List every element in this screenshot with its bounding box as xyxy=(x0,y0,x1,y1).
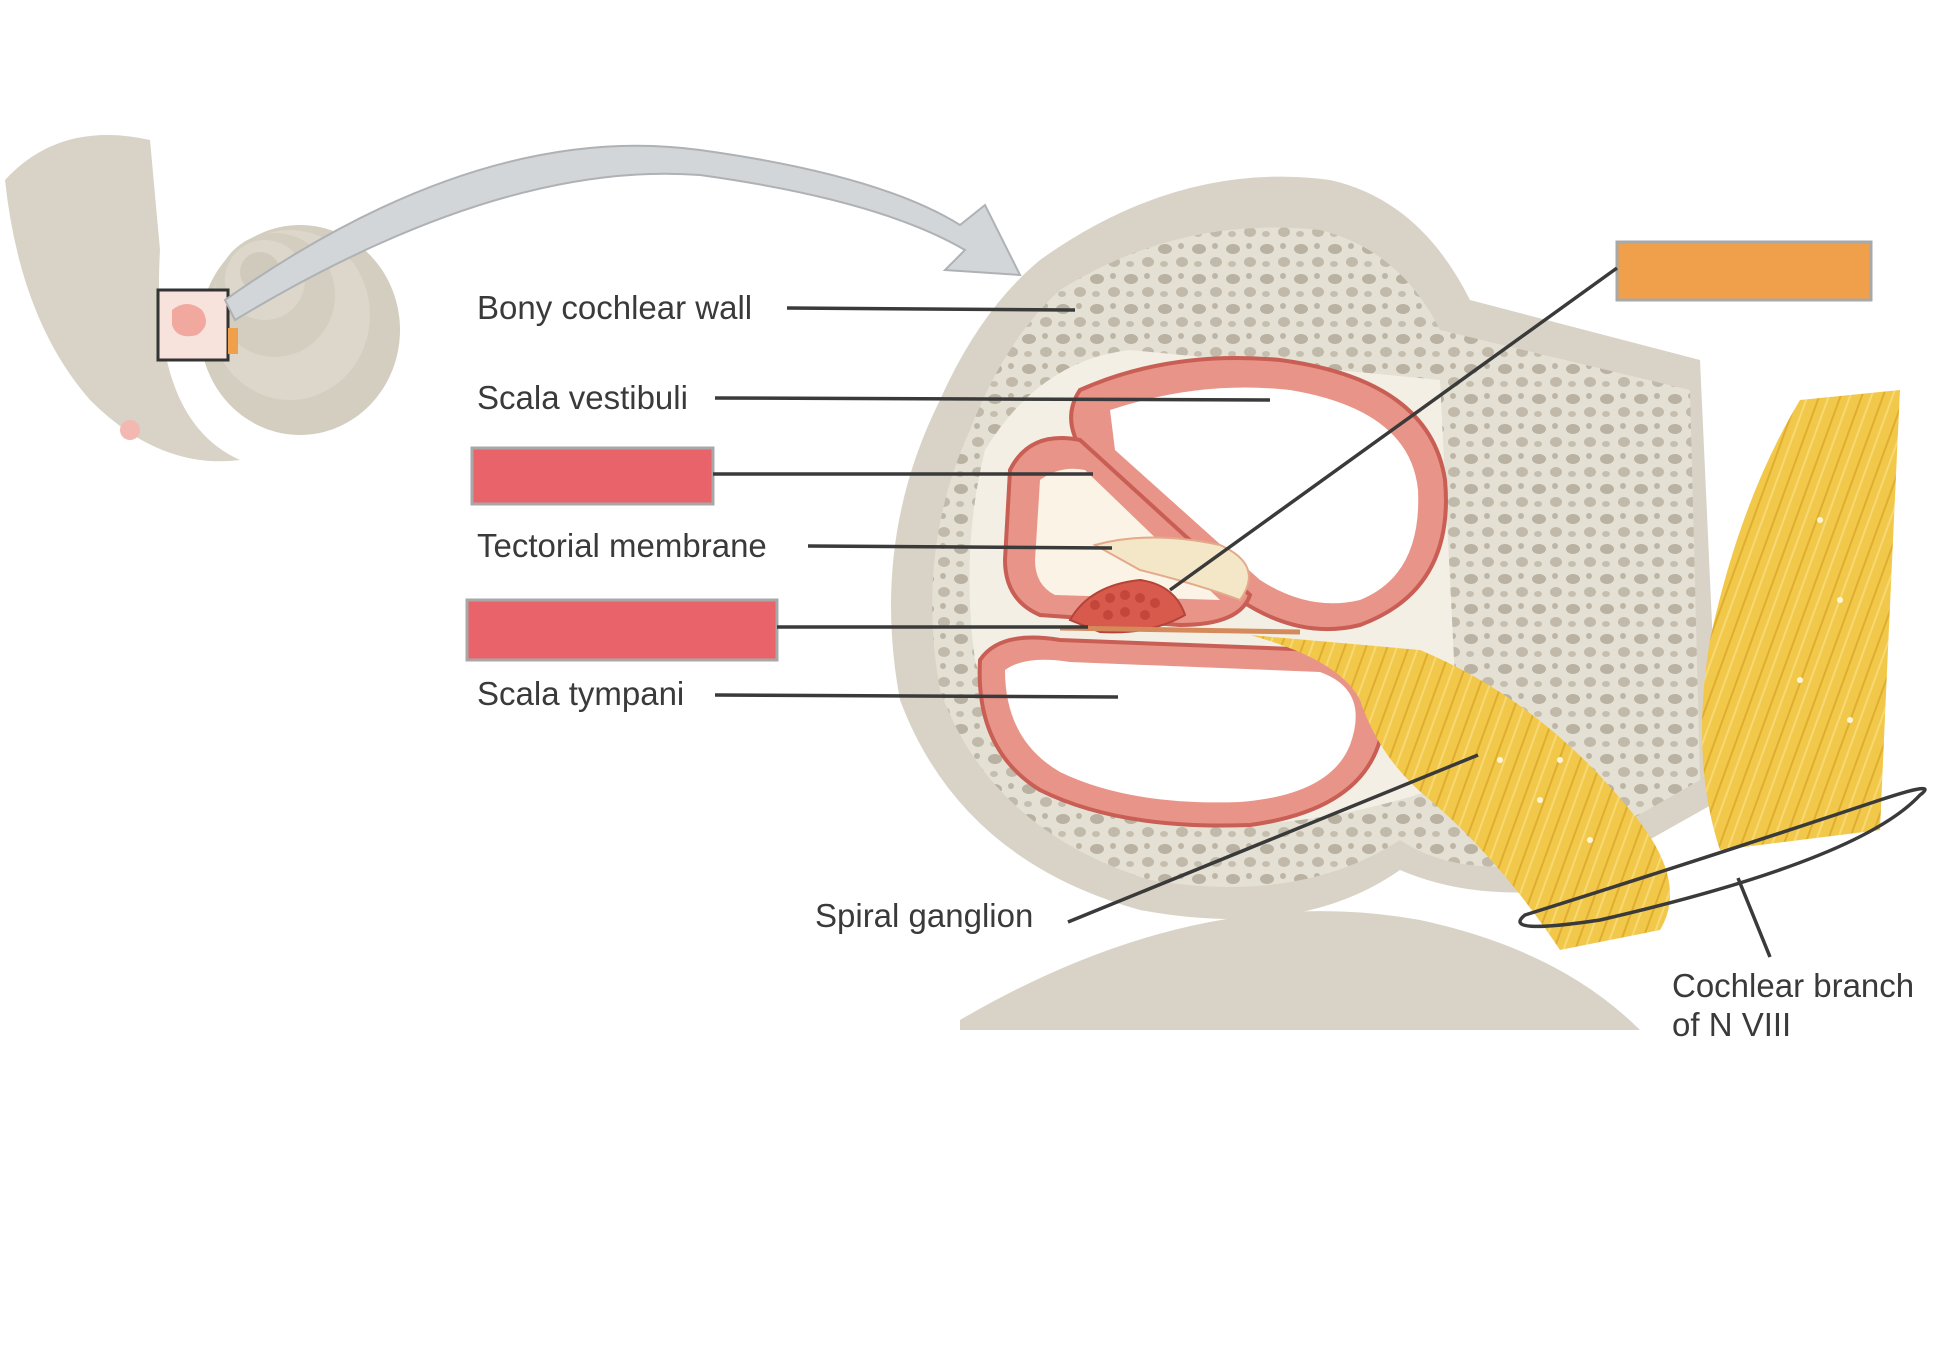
blank-label-organ-of-corti-group[interactable] xyxy=(1168,240,1873,592)
label-tectorial-membrane-group: Tectorial membrane xyxy=(477,527,1113,564)
cochlear-nerve-bundle xyxy=(1702,390,1900,850)
label-scala-tympani: Scala tympani xyxy=(477,675,684,712)
label-cochlear-branch-line2: of N VIII xyxy=(1672,1006,1791,1043)
overview-canal xyxy=(5,135,240,462)
tectorial-membrane-shape xyxy=(1092,536,1250,602)
label-scala-vestibuli: Scala vestibuli xyxy=(477,379,688,416)
label-bony-cochlear-wall-group: Bony cochlear wall xyxy=(477,289,1076,326)
overview-round-window xyxy=(120,420,140,440)
label-cochlear-branch-line1: Cochlear branch xyxy=(1672,967,1914,1004)
blank-label-box-2[interactable] xyxy=(465,598,779,662)
overview-detail-box xyxy=(156,288,230,362)
cochlear-nerve-loop xyxy=(1518,786,1927,929)
blank-label-box-1[interactable] xyxy=(470,446,715,506)
magnification-arrow-icon xyxy=(223,144,1022,322)
label-scala-tympani-group: Scala tympani xyxy=(477,675,1119,712)
label-cochlear-branch-group: Cochlear branch of N VIII xyxy=(1672,877,1914,1043)
overview-cochlea xyxy=(5,135,400,462)
label-spiral-ganglion-group: Spiral ganglion xyxy=(815,753,1479,934)
spiral-ganglion-nerve xyxy=(1250,635,1670,950)
cochlea-section xyxy=(891,176,1927,1030)
label-scala-vestibuli-group: Scala vestibuli xyxy=(477,379,1271,416)
basilar-membrane xyxy=(1059,625,1301,635)
lower-bone-base xyxy=(960,911,1640,1030)
label-tectorial-membrane: Tectorial membrane xyxy=(477,527,767,564)
label-spiral-ganglion: Spiral ganglion xyxy=(815,897,1033,934)
blank-label-basilar-membrane-group[interactable] xyxy=(465,598,1088,662)
blank-label-cochlear-duct-group[interactable] xyxy=(470,446,1093,506)
blank-label-box-3[interactable] xyxy=(1615,240,1873,302)
label-bony-cochlear-wall: Bony cochlear wall xyxy=(477,289,752,326)
